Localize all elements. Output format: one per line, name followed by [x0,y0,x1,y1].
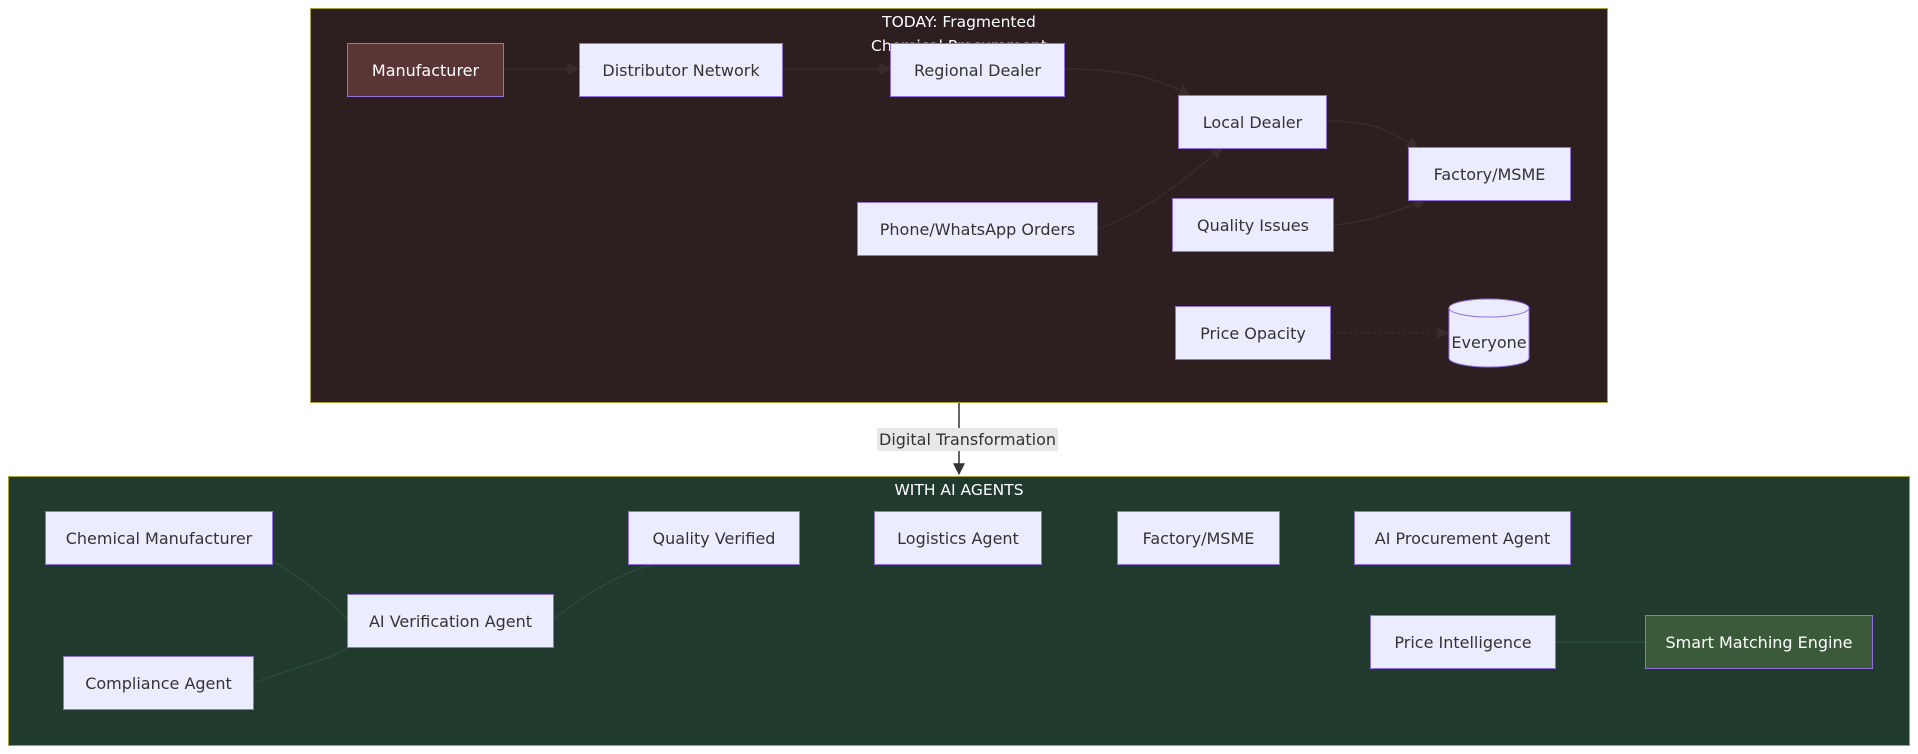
edge-compliance-verification [253,647,349,684]
digital-transformation-label: Digital Transformation [877,428,1059,451]
factory-msme-node: Factory/MSME [1408,147,1571,201]
local-dealer-node: Local Dealer [1178,95,1327,149]
today-title-line1: TODAY: Fragmented [882,13,1036,31]
ai-procurement-agent-node: AI Procurement Agent [1354,511,1571,565]
everyone-node-label: Everyone [1451,333,1527,352]
distributor-network-node: Distributor Network [579,43,783,97]
phone-whatsapp-orders-node: Phone/WhatsApp Orders [857,202,1098,256]
everyone-cylinder [1448,298,1530,368]
logistics-agent-node: Logistics Agent [874,511,1042,565]
quality-issues-node: Quality Issues [1172,198,1334,252]
manufacturer-node: Manufacturer [347,43,504,97]
edge-chem-verification [271,559,349,621]
regional-dealer-node: Regional Dealer [890,43,1065,97]
edge-phone-local [1097,147,1223,230]
chemical-manufacturer-node: Chemical Manufacturer [45,511,273,565]
edge-quality-factory [1333,198,1427,226]
price-opacity-node: Price Opacity [1175,306,1331,360]
edge-local-factory [1326,120,1420,149]
compliance-agent-node: Compliance Agent [63,656,254,710]
quality-verified-node: Quality Verified [628,511,800,565]
edge-regional-local [1064,68,1192,96]
ai-verification-agent-node: AI Verification Agent [347,594,554,648]
agents-factory-msme-node: Factory/MSME [1117,511,1280,565]
edge-verification-quality [552,564,651,621]
smart-matching-engine-node: Smart Matching Engine [1645,615,1873,669]
ai-agents-cluster-title: WITH AI AGENTS [894,481,1024,499]
price-intelligence-node: Price Intelligence [1370,615,1556,669]
